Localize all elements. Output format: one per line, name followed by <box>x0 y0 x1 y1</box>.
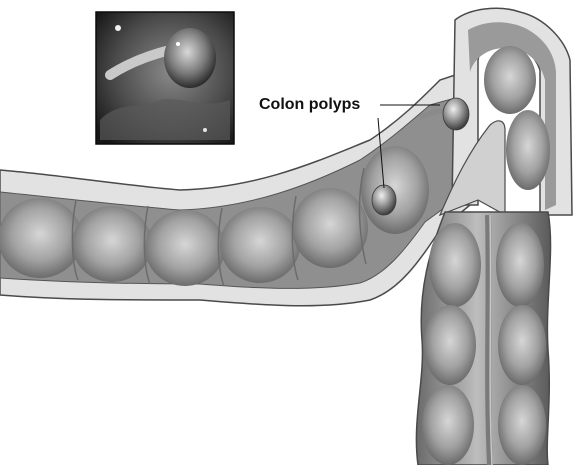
descending-haustra <box>498 385 546 465</box>
descending-colon <box>416 212 550 465</box>
haustra-segment <box>292 188 368 268</box>
inset-glare-spot <box>115 25 121 31</box>
haustra-segment <box>220 207 300 283</box>
inset-polyp-head <box>164 28 216 88</box>
descending-haustra <box>422 385 474 465</box>
inset-glare-spot <box>176 42 180 46</box>
colon-polyps-label: Colon polyps <box>259 95 360 115</box>
descending-haustra <box>498 305 546 385</box>
haustra-segment <box>145 210 225 286</box>
inset-glare-spot <box>203 128 207 132</box>
descending-haustra <box>429 223 481 307</box>
haustra-segment <box>0 198 82 278</box>
flexure-fold <box>484 46 536 114</box>
haustra-segment <box>72 206 152 282</box>
descending-haustra <box>424 305 476 385</box>
pedunculated-polyp <box>443 98 469 130</box>
endoscopy-inset-photo <box>96 12 234 144</box>
sessile-polyp <box>372 185 396 215</box>
descending-haustra <box>496 223 544 307</box>
haustra-segment <box>361 146 429 234</box>
flexure-fold <box>506 110 550 190</box>
